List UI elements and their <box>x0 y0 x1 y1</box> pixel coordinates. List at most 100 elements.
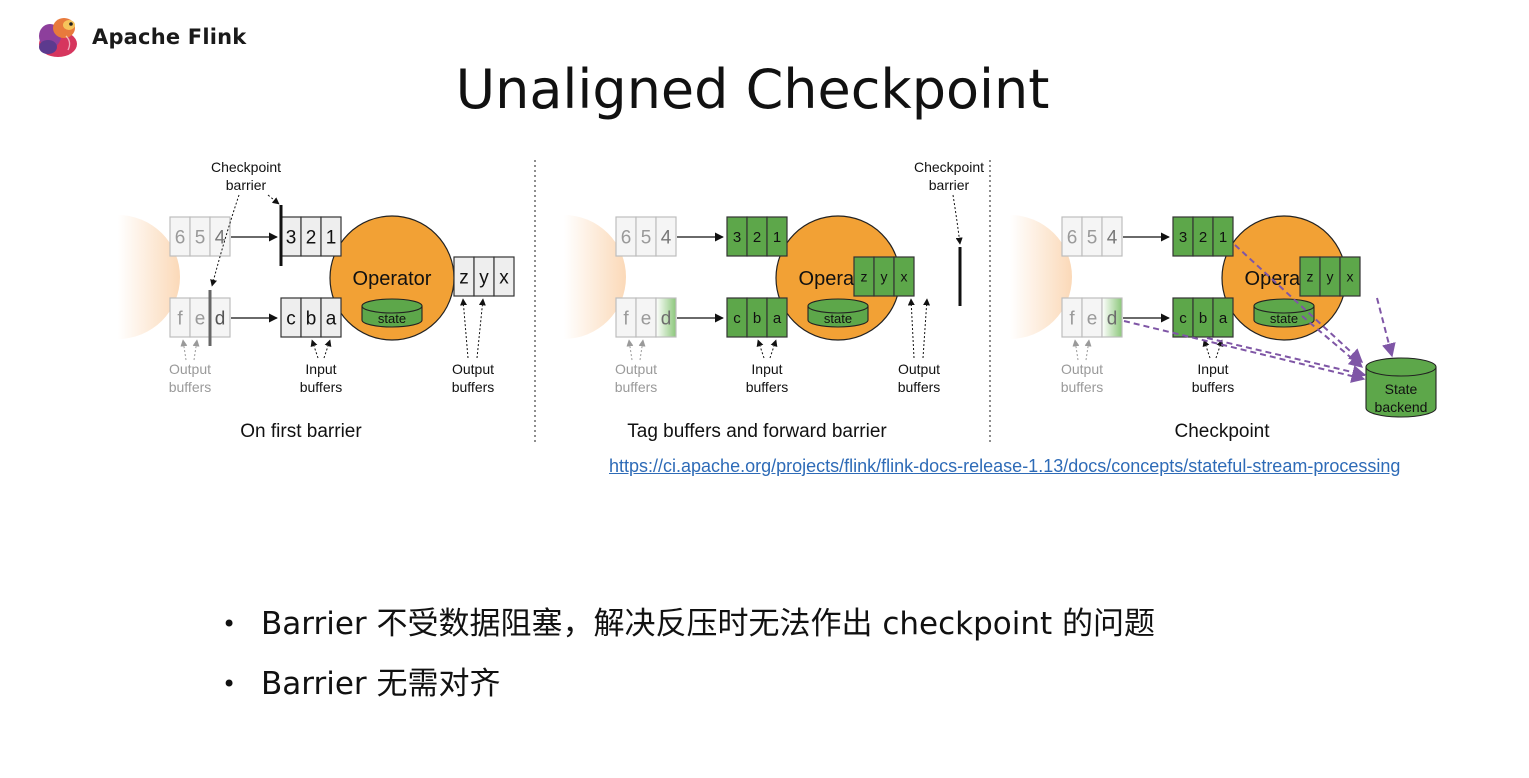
upstream-top-buffer-cell <box>655 216 677 257</box>
barrier-label: barrier <box>226 177 267 193</box>
dashed-arrow <box>907 298 915 359</box>
output-buffers-label: Output <box>1061 361 1103 377</box>
input-top-buffer-label: 3 <box>733 229 741 246</box>
output-buffer-label: x <box>1347 269 1354 285</box>
input-bottom-buffer-label: a <box>773 310 782 327</box>
output-buffers-label: Output <box>898 361 940 377</box>
dashed-arrow <box>1215 339 1224 359</box>
panel-caption: On first barrier <box>240 421 362 442</box>
output-buffer-label: x <box>499 267 509 288</box>
output-buffers-label: Output <box>615 361 657 377</box>
upstream-bottom-buffer-label: e <box>195 308 206 329</box>
input-buffers-label: Input <box>1197 361 1228 377</box>
panel-caption: Checkpoint <box>1174 421 1270 442</box>
snapshot-arrow <box>1123 320 1366 383</box>
bullet-item: • Barrier 无需对齐 <box>222 660 1155 720</box>
output-buffer-label: y <box>881 269 888 285</box>
output-buffer-cell <box>493 256 515 297</box>
output-buffers-label: buffers <box>169 379 212 395</box>
snapshot-arrow <box>1206 337 1367 379</box>
upstream-top-buffer-label: 6 <box>621 227 632 248</box>
input-bottom-buffer-label: b <box>1199 310 1207 327</box>
input-buffers-label: Input <box>305 361 336 377</box>
dashed-arrow <box>180 339 188 361</box>
output-buffer-label: z <box>459 267 469 288</box>
upstream-bottom-buffer-label: f <box>623 308 629 329</box>
output-buffer-cell <box>1339 256 1361 297</box>
source-shape <box>118 215 180 339</box>
bullet-text: Barrier 无需对齐 <box>261 666 501 702</box>
dashed-arrow <box>638 339 646 361</box>
state-label: state <box>824 311 852 326</box>
upstream-bottom-buffer-label: e <box>641 308 652 329</box>
dashed-arrow <box>626 339 634 361</box>
state-cylinder-top <box>361 298 423 314</box>
dashed-arrow <box>952 194 963 245</box>
input-buffers-label: buffers <box>300 379 343 395</box>
input-bottom-buffer-cell <box>1212 297 1234 338</box>
input-bottom-buffer-label: c <box>286 308 296 329</box>
input-bottom-buffer-label: c <box>1179 310 1187 327</box>
dashed-arrow <box>267 194 280 205</box>
upstream-bottom-buffer-label: d <box>1107 308 1118 329</box>
output-buffers-label: buffers <box>452 379 495 395</box>
docs-link[interactable]: https://ci.apache.org/projects/flink/fli… <box>609 456 1401 476</box>
output-buffers-label: Output <box>452 361 494 377</box>
snapshot-arrow <box>1376 297 1396 358</box>
input-bottom-buffer-label: c <box>733 310 741 327</box>
dashed-arrow <box>192 339 200 361</box>
input-top-buffer-label: 1 <box>1219 229 1227 246</box>
input-top-buffer-label: 2 <box>306 227 317 248</box>
input-buffers-label: buffers <box>1192 379 1235 395</box>
output-buffer-label: y <box>479 267 489 288</box>
upstream-top-buffer-cell <box>209 216 231 257</box>
input-top-buffer-cell <box>1212 216 1234 257</box>
input-top-buffer-label: 2 <box>1199 229 1207 246</box>
dashed-arrow <box>310 339 319 359</box>
upstream-top-buffer-label: 5 <box>641 227 652 248</box>
dashed-arrow <box>1202 339 1211 359</box>
upstream-top-buffer-label: 6 <box>175 227 186 248</box>
input-top-buffer-label: 3 <box>1179 229 1187 246</box>
input-bottom-buffer-label: b <box>753 310 761 327</box>
upstream-bottom-buffer-label: f <box>1069 308 1075 329</box>
output-buffers-label: Output <box>169 361 211 377</box>
dashed-arrow <box>1084 339 1092 361</box>
state-cylinder-top <box>807 298 869 314</box>
upstream-bottom-buffer-label: d <box>661 308 672 329</box>
output-buffers-label: buffers <box>1061 379 1104 395</box>
state-backend-cylinder <box>1365 367 1437 418</box>
bullet-item: •Barrier 不受数据阻塞，解决反压时无法作出 checkpoint 的问题 <box>222 600 1155 660</box>
upstream-top-buffer-label: 4 <box>1107 227 1118 248</box>
output-buffer-label: y <box>1327 269 1334 285</box>
source-shape <box>564 215 626 339</box>
input-top-buffer-label: 2 <box>753 229 761 246</box>
operator-label: Operator <box>353 268 432 290</box>
output-buffers-label: buffers <box>615 379 658 395</box>
brand-name: Apache Flink <box>92 25 247 49</box>
state-label: state <box>1270 311 1298 326</box>
state-cylinder-top <box>1253 298 1315 314</box>
upstream-top-buffer-label: 4 <box>215 227 226 248</box>
dashed-arrow <box>1072 339 1080 361</box>
bullet-list: •Barrier 不受数据阻塞，解决反压时无法作出 checkpoint 的问题… <box>222 600 1155 720</box>
dashed-arrow <box>460 298 469 359</box>
upstream-bottom-buffer-cell <box>655 297 677 338</box>
state-label: state <box>378 311 406 326</box>
brand: Apache Flink <box>36 14 246 60</box>
barrier-label: barrier <box>929 177 970 193</box>
output-buffer-label: x <box>901 269 908 285</box>
squirrel-logo-icon <box>39 18 77 57</box>
upstream-top-buffer-cell <box>1101 216 1123 257</box>
input-top-buffer-label: 1 <box>773 229 781 246</box>
input-bottom-buffer-label: a <box>326 308 337 329</box>
bullet-icon: • <box>222 670 237 698</box>
upstream-bottom-buffer-label: f <box>177 308 183 329</box>
input-top-buffer-cell <box>766 216 788 257</box>
barrier-label: Checkpoint <box>211 159 281 175</box>
upstream-top-buffer-label: 5 <box>1087 227 1098 248</box>
upstream-bottom-buffer-cell <box>1101 297 1123 338</box>
state-backend-label: State <box>1385 381 1418 397</box>
